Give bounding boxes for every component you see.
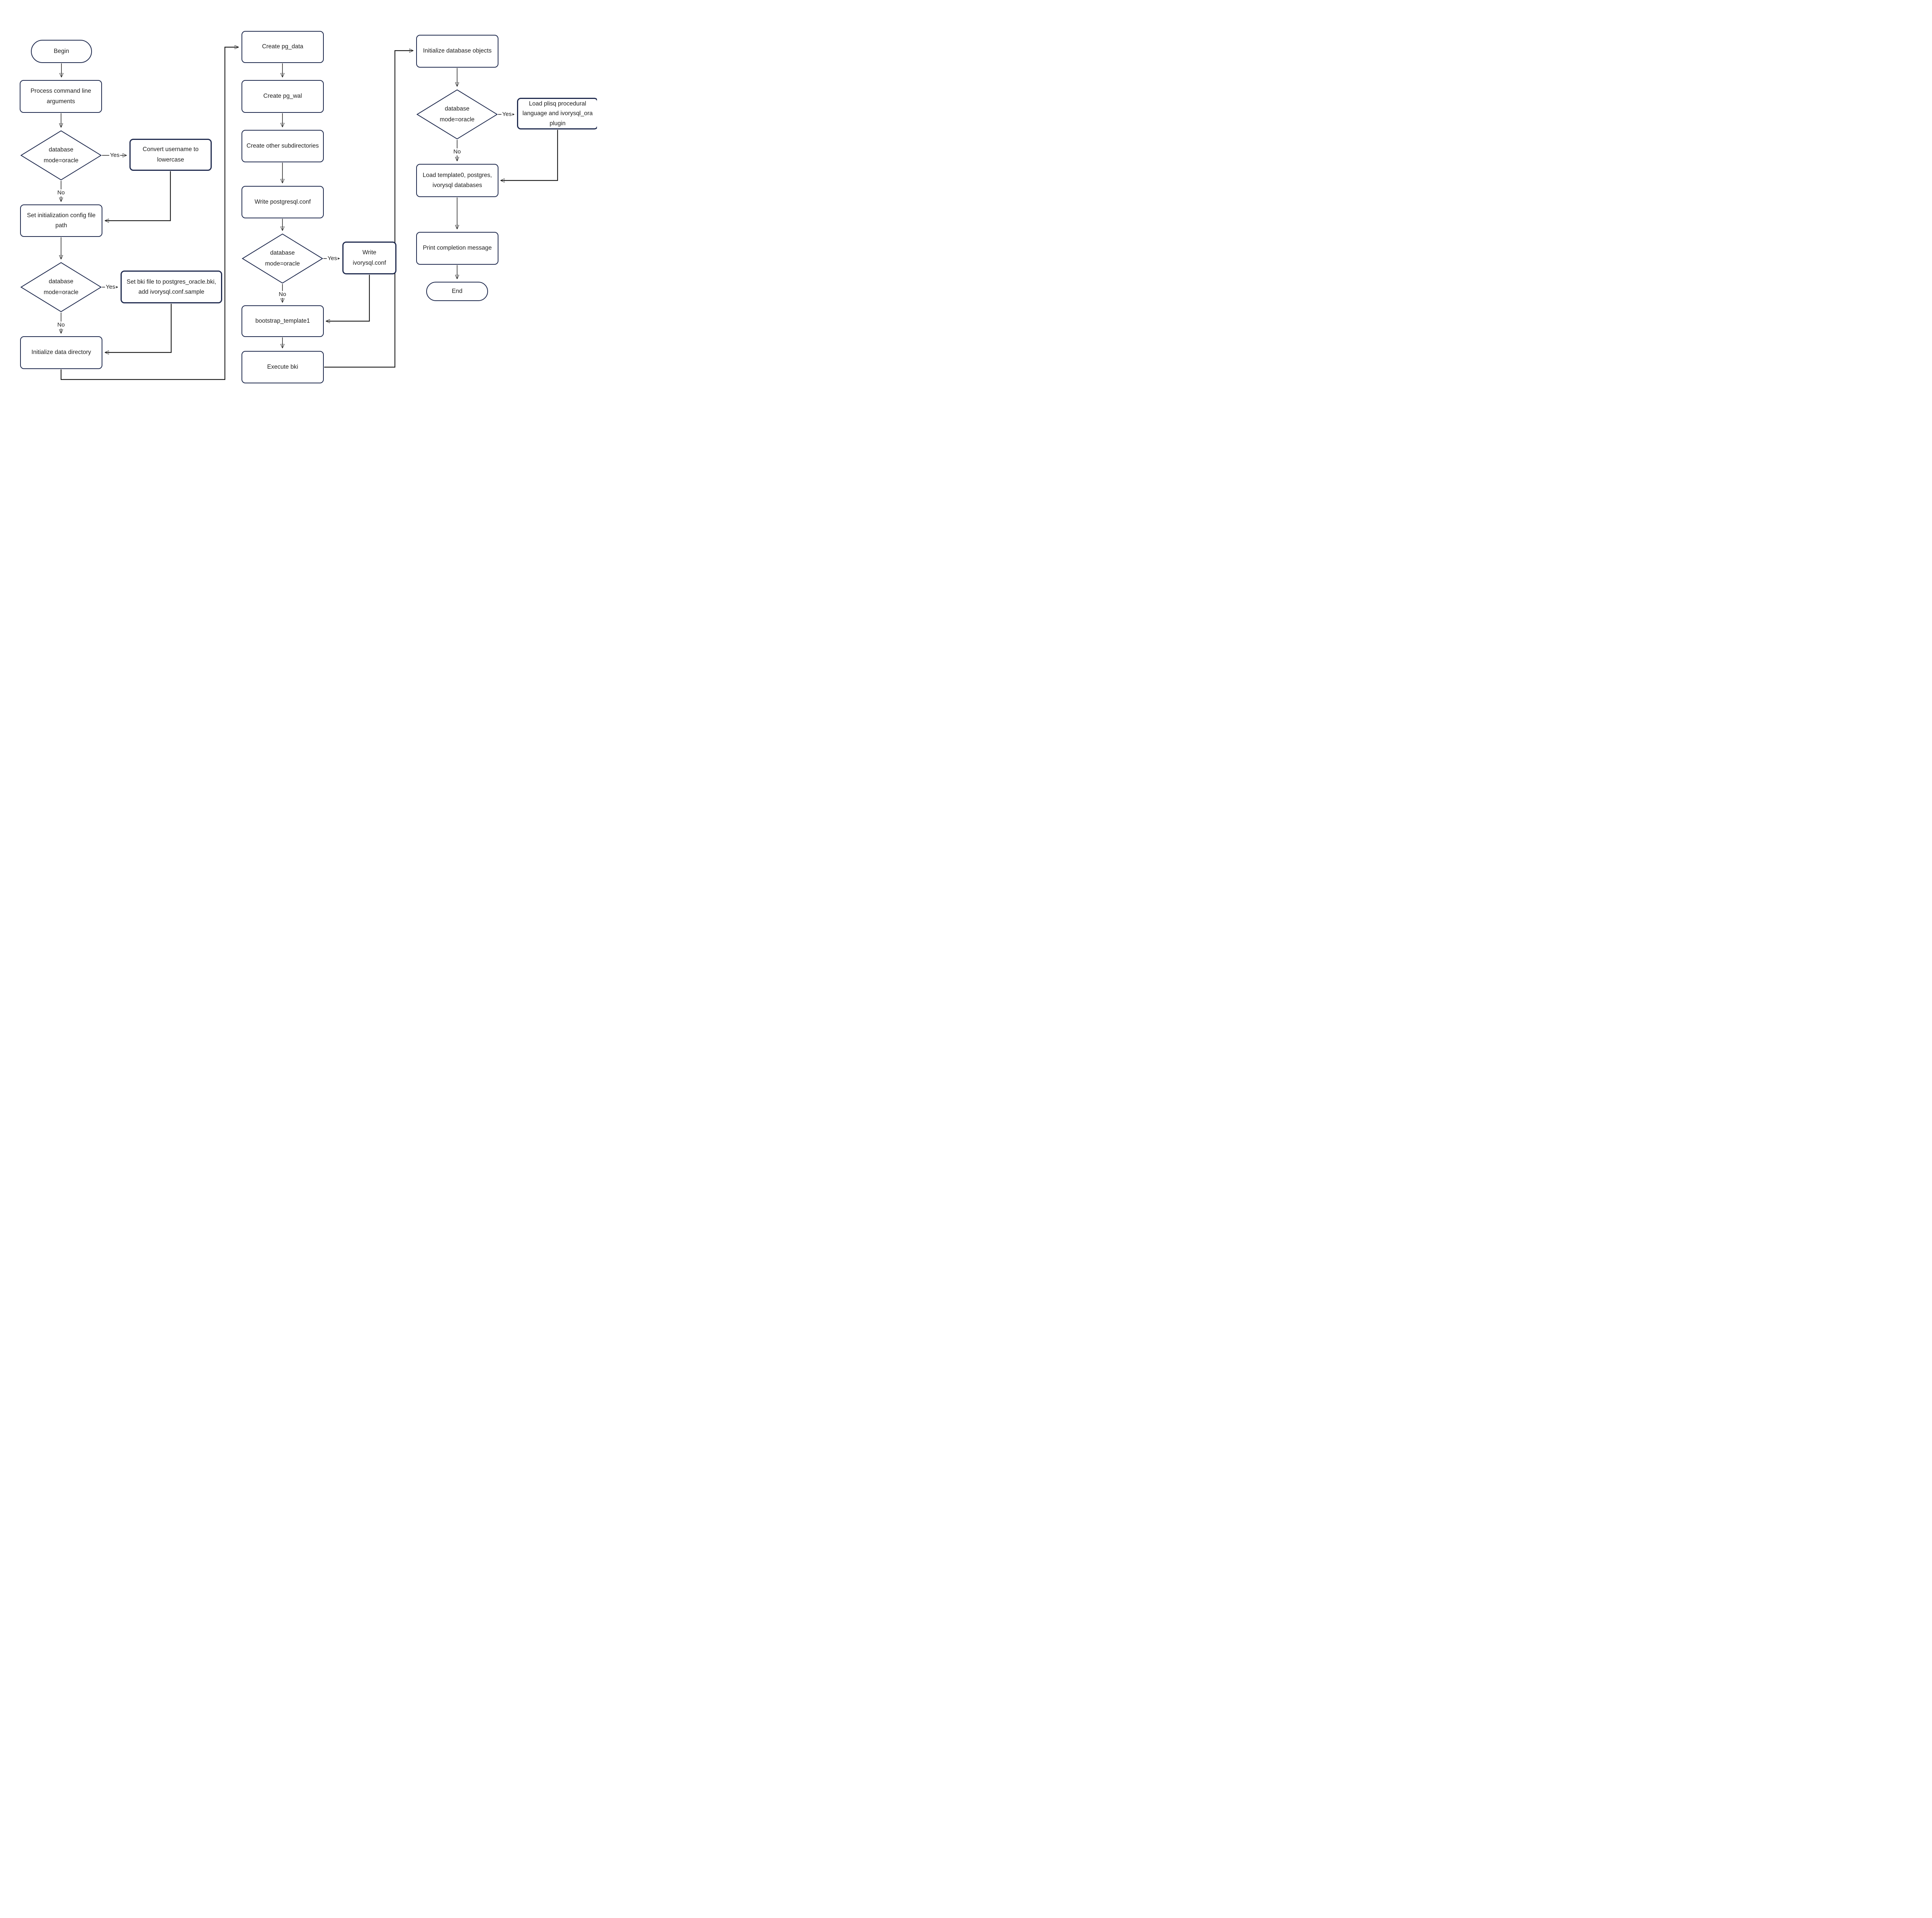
diamond-shape: [242, 233, 323, 284]
flowchart-canvas: Begin Process command line arguments dat…: [0, 0, 597, 422]
diamond-shape: [20, 262, 102, 312]
node-print-completion-message: Print completion message: [416, 232, 498, 265]
decision-label: database mode=oracle: [43, 146, 79, 164]
edge-label-no-4: No: [452, 148, 462, 155]
node-initialize-data-directory: Initialize data directory: [20, 336, 102, 369]
edge-loadplisq-to-loaddatabases: [501, 130, 558, 180]
node-write-postgresql-conf: Write postgresql.conf: [242, 186, 324, 218]
node-create-other-subdirectories: Create other subdirectories: [242, 130, 324, 162]
edge-label-yes-1: Yes: [109, 152, 121, 159]
node-write-ivorysql-conf: Write ivorysql.conf: [342, 242, 396, 274]
edge-initdir-to-pgdata: [60, 47, 238, 380]
edge-label-yes-2: Yes: [105, 284, 116, 291]
node-load-template0-databases: Load template0, postgres, ivorysql datab…: [416, 164, 498, 197]
node-create-pg-data: Create pg_data: [242, 31, 324, 63]
node-set-bki-file: Set bki file to postgres_oracle.bki, add…: [121, 271, 222, 303]
edge-label-no-3: No: [278, 291, 287, 298]
node-process-command-line-arguments: Process command line arguments: [20, 80, 102, 113]
edge-executebki-to-initdbobj: [324, 51, 413, 368]
edge-writeivconf-to-bootstrap: [326, 275, 370, 321]
edge-convert-to-setinit: [105, 171, 171, 221]
node-execute-bki: Execute bki: [242, 351, 324, 383]
edge-label-yes-4: Yes: [501, 111, 513, 118]
decision-database-mode-2: database mode=oracle: [20, 262, 102, 312]
diamond-shape: [416, 89, 498, 140]
node-load-plisq-plugin: Load plisq procedural language and ivory…: [517, 98, 597, 129]
node-end: End: [426, 282, 488, 301]
edge-label-yes-3: Yes: [327, 255, 338, 262]
node-begin: Begin: [31, 40, 92, 63]
decision-database-mode-4: database mode=oracle: [416, 89, 498, 140]
diamond-shape: [20, 130, 102, 180]
decision-label: database mode=oracle: [439, 106, 475, 123]
edge-label-no-1: No: [56, 189, 66, 196]
decision-label: database mode=oracle: [43, 278, 79, 296]
edge-label-no-2: No: [56, 322, 66, 328]
node-set-initialization-config-path: Set initialization config file path: [20, 204, 102, 237]
decision-database-mode-1: database mode=oracle: [20, 130, 102, 180]
edge-setbki-to-initdir: [105, 304, 172, 352]
decision-label: database mode=oracle: [265, 250, 300, 267]
node-convert-username-lowercase: Convert username to lowercase: [129, 139, 212, 171]
node-initialize-database-objects: Initialize database objects: [416, 35, 498, 68]
node-bootstrap-template1: bootstrap_template1: [242, 305, 324, 337]
decision-database-mode-3: database mode=oracle: [242, 233, 323, 284]
node-create-pg-wal: Create pg_wal: [242, 80, 324, 113]
